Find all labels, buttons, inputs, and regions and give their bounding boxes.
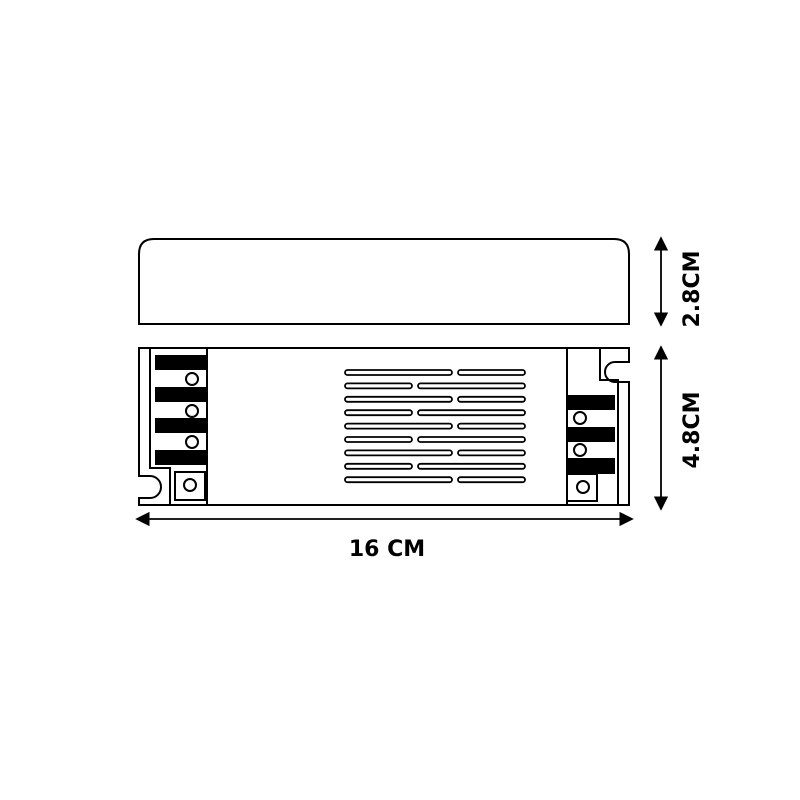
- vent-slot: [344, 449, 453, 457]
- vent-slot: [457, 369, 526, 376]
- ventilation-slots: [344, 369, 526, 484]
- vent-slot: [344, 409, 413, 417]
- vent-slot: [344, 462, 413, 470]
- vent-slot: [417, 436, 526, 443]
- vent-slot: [417, 409, 526, 417]
- vent-slot: [344, 422, 453, 430]
- right-terminal-block: [566, 395, 615, 502]
- vent-slot: [457, 395, 526, 403]
- vent-slot: [457, 422, 526, 430]
- left-terminal-block: [155, 355, 207, 501]
- vent-slot: [457, 449, 526, 457]
- width-label: 4.8CM: [680, 391, 705, 468]
- vent-slot: [344, 382, 413, 390]
- vent-slot: [417, 382, 526, 390]
- vent-slot: [457, 476, 526, 484]
- vent-slot: [344, 395, 453, 403]
- side-view-housing: [138, 238, 630, 325]
- vent-slot: [344, 436, 413, 443]
- height-label: 2.8CM: [680, 250, 705, 327]
- length-label: 16 CM: [349, 537, 425, 562]
- top-view-housing: [138, 347, 630, 506]
- vent-slot: [417, 462, 526, 470]
- vent-slot: [344, 369, 453, 376]
- vent-slot: [344, 476, 453, 484]
